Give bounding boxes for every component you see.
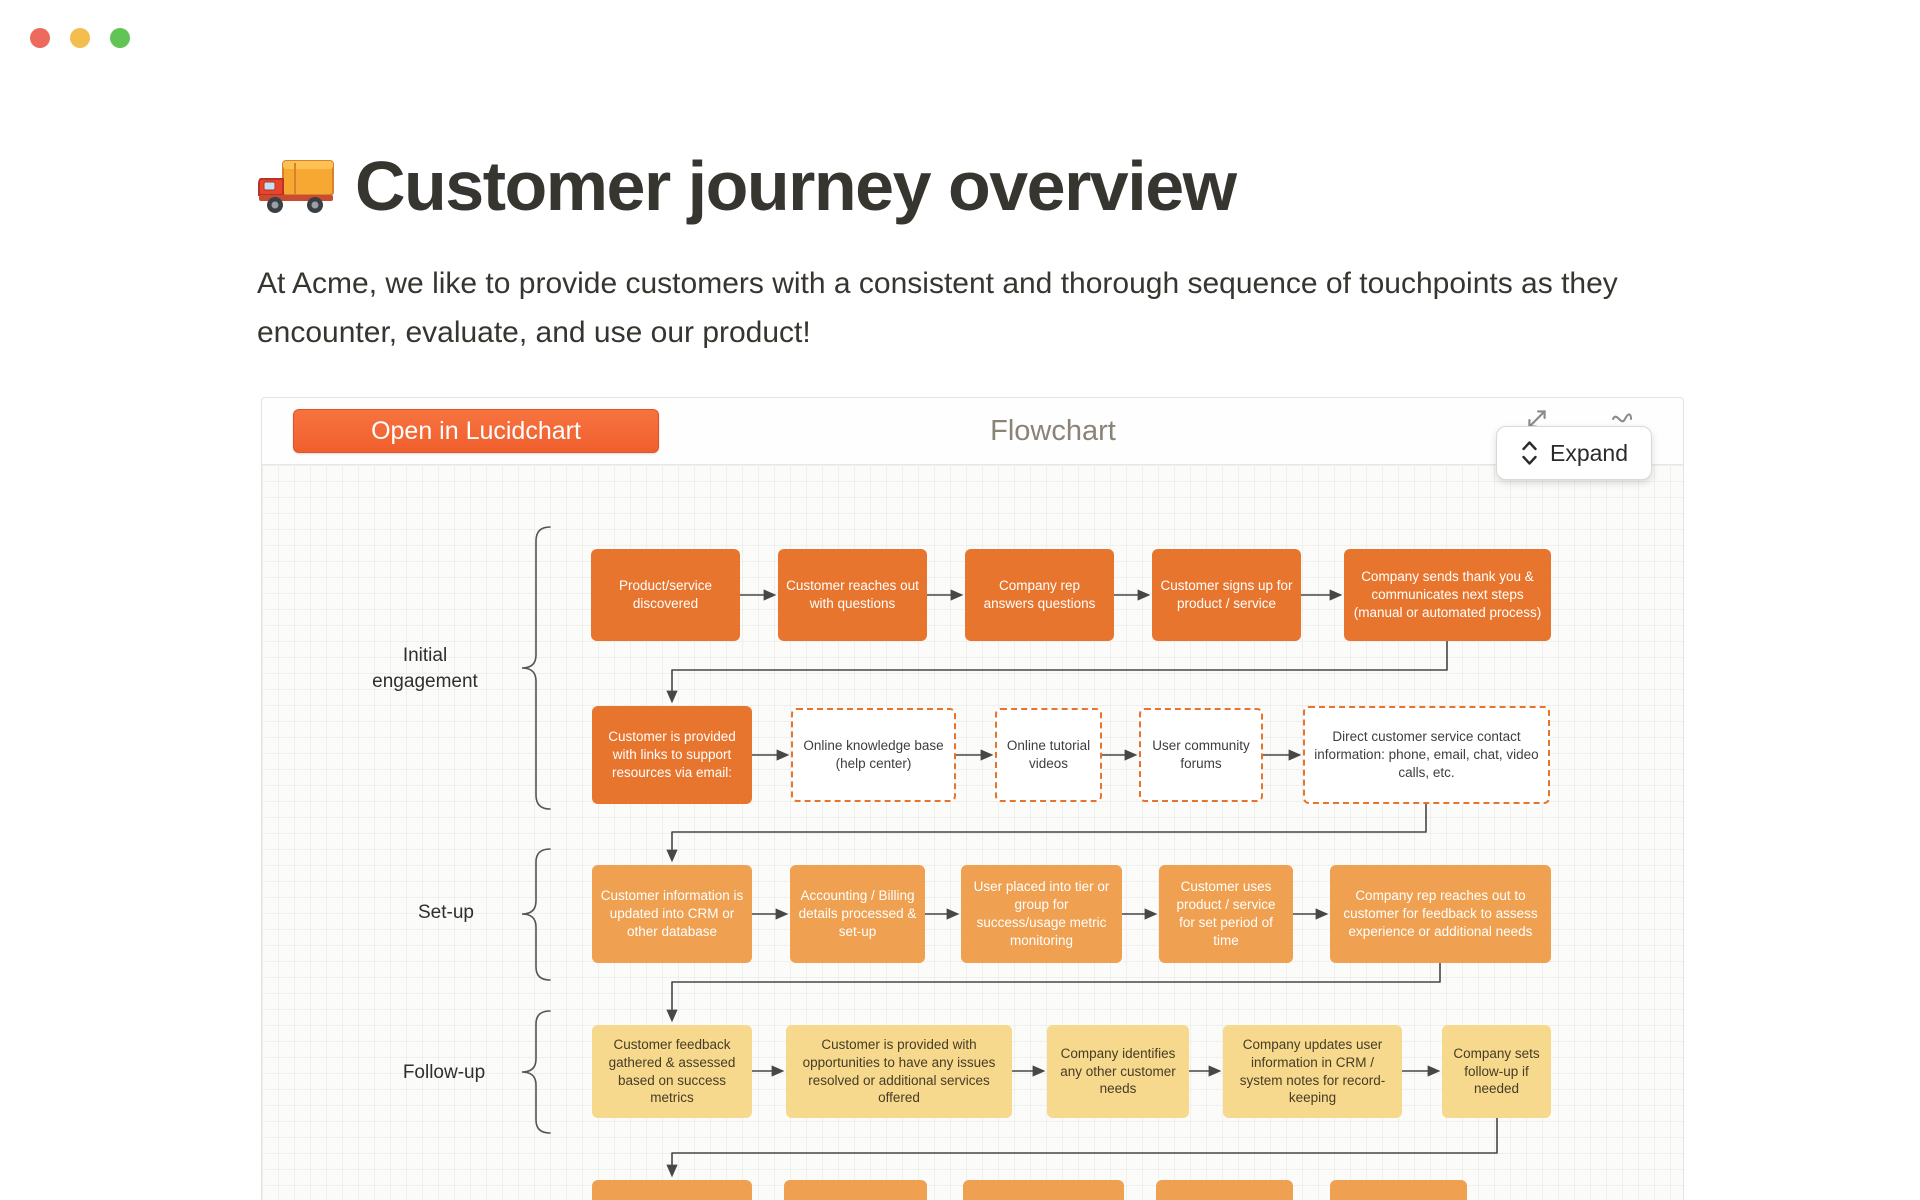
flowchart-canvas[interactable]: Initial engagement Set-up Follow-up Prod… [262, 465, 1683, 1200]
flow-node: Company sets follow-up if needed [1442, 1025, 1551, 1118]
flow-node: Customer is provided with links to suppo… [592, 706, 752, 804]
flow-node: Company rep answers questions [965, 549, 1114, 641]
embed-header: Open in Lucidchart Flowchart [262, 398, 1683, 465]
flow-node: User community forums [1139, 708, 1263, 802]
lane-label-initial-engagement: Initial engagement [372, 645, 478, 692]
flow-node: Accounting / Billing details processed &… [790, 865, 925, 963]
page-content: Customer journey overview At Acme, we li… [257, 148, 1757, 357]
flow-node-partial [592, 1180, 752, 1200]
flow-node: Customer feedback gathered & assessed ba… [592, 1025, 752, 1118]
lane-label-follow-up: Follow-up [402, 1062, 486, 1083]
page-title-text: Customer journey overview [355, 147, 1237, 225]
flow-node: Online tutorial videos [995, 708, 1102, 802]
flow-node: Customer is provided with opportunities … [786, 1025, 1012, 1118]
flow-node: Company sends thank you & communicates n… [1344, 549, 1551, 641]
flow-node: Company rep reaches out to customer for … [1330, 865, 1551, 963]
expand-chevrons-icon [1522, 441, 1537, 465]
open-in-lucidchart-button[interactable]: Open in Lucidchart [293, 409, 659, 453]
page-title: Customer journey overview [257, 148, 1757, 225]
lucidchart-embed: Open in Lucidchart Flowchart Expand [261, 397, 1684, 1200]
intro-paragraph: At Acme, we like to provide customers wi… [257, 267, 1618, 349]
window-controls [30, 28, 130, 48]
flow-node: Customer signs up for product / service [1152, 549, 1301, 641]
flow-node-partial [784, 1180, 927, 1200]
expand-button[interactable]: Expand [1496, 426, 1652, 480]
close-window-button[interactable] [30, 28, 50, 48]
maximize-window-button[interactable] [110, 28, 130, 48]
flow-node-partial [963, 1180, 1124, 1200]
flow-node: Customer reaches out with questions [778, 549, 927, 641]
minimize-window-button[interactable] [70, 28, 90, 48]
flow-node-partial [1156, 1180, 1293, 1200]
embed-title: Flowchart [990, 415, 1116, 447]
flow-node-partial [1330, 1180, 1467, 1200]
flow-node: Online knowledge base (help center) [791, 708, 956, 802]
flow-node: Customer information is updated into CRM… [592, 865, 752, 963]
flow-node: Product/service discovered [591, 549, 740, 641]
unfurl-icon[interactable] [1610, 408, 1634, 435]
lane-label-set-up: Set-up [418, 902, 474, 923]
expand-button-label: Expand [1549, 439, 1628, 466]
flow-node: Direct customer service contact informat… [1303, 706, 1550, 804]
flow-node: Company identifies any other customer ne… [1047, 1025, 1189, 1118]
flow-node: Customer uses product / service for set … [1159, 865, 1293, 963]
flow-node: User placed into tier or group for succe… [961, 865, 1122, 963]
truck-emoji-icon [258, 159, 334, 213]
flow-node: Company updates user information in CRM … [1223, 1025, 1402, 1118]
